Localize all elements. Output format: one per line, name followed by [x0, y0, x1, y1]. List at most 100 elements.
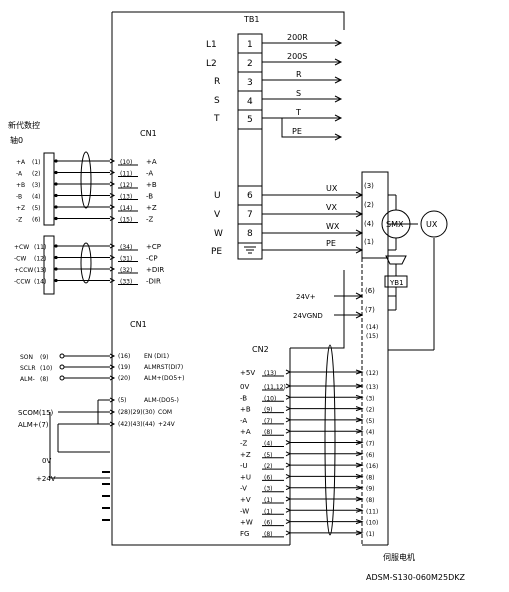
cn2-pin-arrow [285, 394, 292, 400]
cn2-signal: -V [240, 485, 247, 493]
cn1-lower-sig: ALM-(DO5-) [144, 397, 179, 404]
cn2-pin-arrow [285, 507, 292, 513]
cn2-signal: +Z [240, 451, 251, 459]
cn2-pin-arrow [285, 406, 292, 412]
cn1-lower-sig: COM [158, 409, 172, 416]
tb1-left-R: R [214, 77, 220, 87]
cnc-pin-dot [54, 193, 58, 198]
cn1-lower-sig: SCLR [20, 365, 36, 372]
tb1-left-S: S [214, 96, 220, 106]
cnc-title-line1: 新代数控 [8, 120, 40, 130]
cn2-pin-arrow [285, 383, 292, 389]
cnc-pin-dot [54, 244, 58, 248]
cnc-pin-dot [54, 182, 58, 186]
cnc-pin-dot [54, 159, 58, 163]
tb1-wire-S: S [296, 89, 301, 98]
cn1-pin-arrow [109, 397, 116, 403]
cn1-lower-sig: ALMRST(DI7) [144, 364, 183, 371]
motor-power-terminals: U V W PE 6 7 8 UX VX WX PE [211, 184, 364, 257]
cnc-top-pin: (2) [32, 171, 41, 178]
cn1-pin-arrow [109, 255, 116, 260]
cn1-upper: CN1 (10)+A(11)-A(12)+B(13)-B(14)+Z(15)-Z… [80, 129, 164, 286]
connector-dash-marks [102, 471, 110, 521]
cn1-upper-sig: +CP [146, 243, 161, 251]
cable-pin-14: (14) [366, 324, 378, 331]
motor-left-V: V [214, 210, 221, 220]
cnc-pin-dot [54, 216, 58, 221]
cn2-pin: (5) [264, 452, 273, 459]
cn2-motor-pin: (3) [366, 395, 375, 402]
motor-smx-icon [381, 209, 411, 239]
cn2-motor-arrow [355, 417, 364, 423]
cnc-top-sig: -B [16, 194, 22, 201]
cable-pin-15: (15) [366, 333, 378, 340]
cn2-pin-arrow [285, 530, 292, 536]
pwr-pin-7: (7) [365, 306, 375, 314]
cnc-bottom-sig: -CW [14, 256, 26, 263]
cn1-lower-pin: (10) [40, 365, 52, 372]
tb1-wire-200S: 200S [287, 52, 307, 61]
cn2-signal: +W [240, 519, 253, 527]
cn1-lower-sig: SON [20, 354, 33, 361]
cn2-pin: (3) [264, 486, 273, 493]
cn2-signal: +A [240, 428, 251, 436]
cn1-upper-sig: +Z [146, 204, 157, 212]
cn2-motor-pin: (4) [366, 429, 375, 436]
cn1-pin-arrow [109, 266, 116, 272]
cn1-lower-sig: ALM- [20, 376, 35, 383]
motor-connector-box: SMX UX (3) (2) (4) (1) YB1 24V+ 24VGND (… [293, 171, 448, 546]
cn1-upper-sig: -DIR [146, 278, 161, 286]
cn1-upper-pin: (13) [120, 194, 132, 201]
cn2-pin-arrow [285, 496, 292, 502]
cn2-motor-arrow [355, 383, 364, 389]
tb1-wire-T: T [295, 108, 301, 117]
cn2-motor-pin: (9) [366, 486, 375, 493]
cn2-rows: +5V(13)(12)0V(11,12)(13)-B(10)(3)+B(9)(2… [240, 369, 378, 538]
motor-pin-4: (4) [364, 220, 374, 228]
cn1-upper-sig: -CP [146, 255, 158, 263]
cn2-pin-arrow [285, 462, 292, 468]
cnc-top-sig: +A [16, 159, 26, 166]
cn1-0v: 0V [42, 457, 51, 465]
cn2-pin: (11,12) [264, 384, 286, 391]
cnc-pin-dot [54, 205, 58, 209]
encoder-ux-label: UX [426, 220, 438, 229]
brake-icon [384, 255, 408, 311]
cn1-lower: CN1 SON(9)SCLR(10)ALM-(8)(16)EN (DI1)(19… [18, 320, 185, 521]
cn2-motor-pin: (6) [366, 452, 375, 459]
cnc-top-sig: -A [16, 171, 23, 178]
cn2-motor-arrow [355, 428, 364, 434]
cn2-signal: -W [240, 507, 249, 515]
cn2-signal: -Z [240, 440, 248, 448]
cn1-lower-pin: (42)(43)(44) [118, 421, 155, 428]
cnc-top-rows: +A(1)-A(2)+B(3)-B(4)+Z(5)-Z(6) [16, 159, 110, 224]
cn1-terminal-icon [59, 353, 65, 359]
motor-left-W: W [214, 229, 223, 239]
cn2-signal: -A [240, 417, 247, 425]
cn1-lower-rows: SON(9)SCLR(10)ALM-(8)(16)EN (DI1)(19)ALM… [20, 353, 185, 428]
cn2-motor-arrow [355, 462, 364, 468]
cnc-top-sig: +B [16, 182, 25, 189]
cn1-upper-pin: (33) [120, 279, 132, 286]
cn1-upper-sig: -Z [146, 216, 154, 224]
cn2-signal: -U [240, 462, 248, 470]
cn2-encoder: CN2 +5V(13)(12)0V(11,12)(13)-B(10)(3)+B(… [240, 344, 378, 538]
cn1-pin-arrow [109, 181, 116, 187]
cn1-pin-arrow [109, 243, 116, 249]
cn2-motor-pin: (7) [366, 441, 375, 448]
cn1-pin-arrow [109, 421, 116, 427]
cn2-pin: (8) [264, 531, 273, 538]
cn2-pin-arrow [285, 369, 292, 375]
cnc-pin-dot [54, 267, 58, 271]
cn2-pin: (13) [264, 370, 276, 377]
motor-smx-label: SMX [386, 220, 404, 229]
motor-left-U: U [214, 191, 221, 201]
cn1-upper-sig: +B [146, 181, 157, 189]
motor-pin-1: (1) [364, 238, 374, 246]
cn2-pin-arrow [285, 519, 292, 525]
cn2-pin: (7) [264, 418, 273, 425]
cn2-label: CN2 [252, 345, 269, 354]
cn1-upper-pin: (15) [120, 217, 132, 224]
cn2-pin-arrow [285, 451, 292, 457]
cn1-pin-arrow [109, 278, 116, 283]
